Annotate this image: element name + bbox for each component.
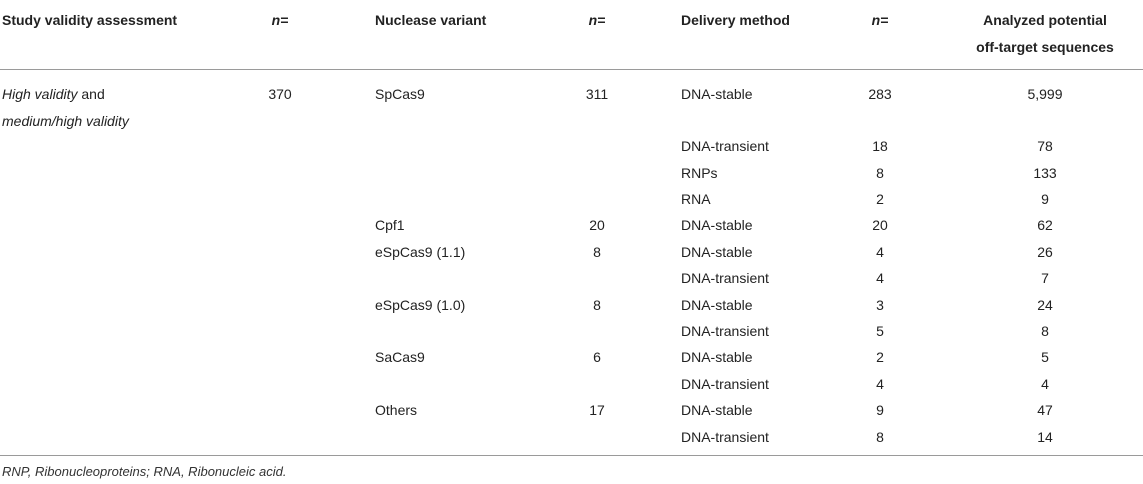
delivery-n-cell: 2 [876,349,884,365]
delivery-method-cell: DNA-stable [681,349,753,365]
study-validity-line2: medium/high validity [2,113,129,129]
footer-divider [0,455,1143,456]
delivery-method-cell: DNA-transient [681,376,769,392]
delivery-method-cell: DNA-stable [681,297,753,313]
sequences-cell: 26 [1037,244,1053,260]
nuclease-variant-cell: SpCas9 [375,86,425,102]
sequences-cell: 9 [1041,191,1049,207]
sequences-cell: 47 [1037,402,1053,418]
nuclease-variant-cell: SaCas9 [375,349,425,365]
header-divider [0,69,1143,70]
sequences-cell: 133 [1033,165,1057,181]
sequences-cell: 8 [1041,323,1049,339]
header-study-n: n= [271,12,289,28]
nuclease-n-cell: 20 [589,217,605,233]
sequences-cell: 4 [1041,376,1049,392]
header-sequences-line1: Analyzed potential [983,12,1107,28]
delivery-method-cell: DNA-transient [681,270,769,286]
delivery-method-cell: DNA-stable [681,244,753,260]
sequences-cell: 5,999 [1027,86,1063,102]
delivery-n-cell: 2 [876,191,884,207]
delivery-n-cell: 8 [876,165,884,181]
study-validity-line1: High validity and [2,86,105,102]
sequences-cell: 5 [1041,349,1049,365]
delivery-n-cell: 4 [876,376,884,392]
delivery-method-cell: RNPs [681,165,718,181]
delivery-n-cell: 8 [876,429,884,445]
nuclease-n-cell: 8 [593,297,601,313]
delivery-n-cell: 20 [872,217,888,233]
nuclease-n-cell: 6 [593,349,601,365]
table-footnote: RNP, Ribonucleoproteins; RNA, Ribonuclei… [2,464,287,479]
delivery-method-cell: DNA-stable [681,217,753,233]
delivery-n-cell: 4 [876,270,884,286]
nuclease-variant-cell: Others [375,402,418,418]
nuclease-n-cell: 311 [585,86,609,102]
delivery-n-cell: 5 [876,323,884,339]
nuclease-n-cell: 8 [593,244,601,260]
delivery-method-cell: DNA-transient [681,138,769,154]
sequences-cell: 62 [1037,217,1053,233]
delivery-n-cell: 283 [868,86,892,102]
header-delivery-method: Delivery method [681,12,790,28]
delivery-n-cell: 9 [876,402,884,418]
header-nuclease-n: n= [588,12,606,28]
header-delivery-n: n= [871,12,889,28]
sequences-cell: 14 [1037,429,1053,445]
header-nuclease-variant: Nuclease variant [375,12,487,28]
nuclease-n-cell: 17 [589,402,605,418]
sequences-cell: 78 [1037,138,1053,154]
sequences-cell: 7 [1041,270,1049,286]
nuclease-variant-cell: eSpCas9 (1.1) [375,244,466,260]
header-sequences-line2: off-target sequences [976,39,1114,55]
delivery-n-cell: 18 [872,138,888,154]
delivery-n-cell: 3 [876,297,884,313]
delivery-method-cell: RNA [681,191,711,207]
delivery-method-cell: DNA-stable [681,402,753,418]
delivery-n-cell: 4 [876,244,884,260]
study-validity-n: 370 [268,86,292,102]
sequences-cell: 24 [1037,297,1053,313]
delivery-method-cell: DNA-transient [681,429,769,445]
delivery-method-cell: DNA-stable [681,86,753,102]
nuclease-variant-cell: eSpCas9 (1.0) [375,297,466,313]
nuclease-variant-cell: Cpf1 [375,217,405,233]
header-study-validity: Study validity assessment [2,12,178,28]
delivery-method-cell: DNA-transient [681,323,769,339]
